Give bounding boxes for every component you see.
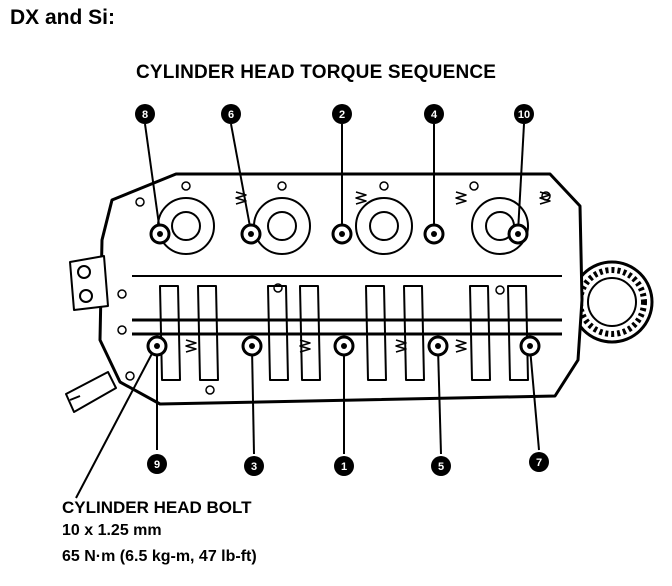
sequence-badge-2: 2 bbox=[332, 104, 352, 124]
diagram-title: CYLINDER HEAD TORQUE SEQUENCE bbox=[136, 62, 497, 83]
sequence-badge-6: 6 bbox=[221, 104, 241, 124]
callout-bolt-torque: 65 N·m (6.5 kg-m, 47 lb-ft) bbox=[62, 548, 257, 565]
svg-text:9: 9 bbox=[154, 459, 160, 471]
sequence-badge-7: 7 bbox=[529, 452, 549, 472]
cylinder-head-outline bbox=[98, 172, 584, 406]
callout-bolt-size: 10 x 1.25 mm bbox=[62, 522, 162, 539]
svg-text:1: 1 bbox=[341, 461, 347, 473]
housing-bolts bbox=[117, 181, 551, 395]
sequence-badge-9: 9 bbox=[147, 454, 167, 474]
sequence-badge-10: 10 bbox=[514, 104, 534, 124]
sequence-badge-8: 8 bbox=[135, 104, 155, 124]
callout-leader bbox=[75, 345, 157, 499]
sequence-badge-4: 4 bbox=[424, 104, 444, 124]
svg-text:4: 4 bbox=[431, 109, 438, 121]
sequence-badge-3: 3 bbox=[244, 456, 264, 476]
svg-text:8: 8 bbox=[142, 109, 148, 121]
coolant-outlet bbox=[65, 371, 117, 413]
page-heading: DX and Si: bbox=[10, 6, 116, 29]
leader-lines bbox=[144, 123, 540, 455]
svg-text:5: 5 bbox=[438, 461, 444, 473]
cam-journals bbox=[157, 197, 529, 255]
head-bolts bbox=[146, 223, 541, 357]
svg-text:3: 3 bbox=[251, 461, 257, 473]
valve-springs bbox=[185, 191, 551, 353]
callout-bolt-name: CYLINDER HEAD BOLT bbox=[62, 498, 252, 517]
cam-sprocket bbox=[570, 260, 654, 344]
sequence-badge-1: 1 bbox=[334, 456, 354, 476]
svg-text:10: 10 bbox=[518, 109, 530, 121]
sequence-badge-5: 5 bbox=[431, 456, 451, 476]
svg-text:7: 7 bbox=[536, 457, 542, 469]
svg-text:2: 2 bbox=[339, 109, 345, 121]
svg-text:6: 6 bbox=[228, 109, 234, 121]
